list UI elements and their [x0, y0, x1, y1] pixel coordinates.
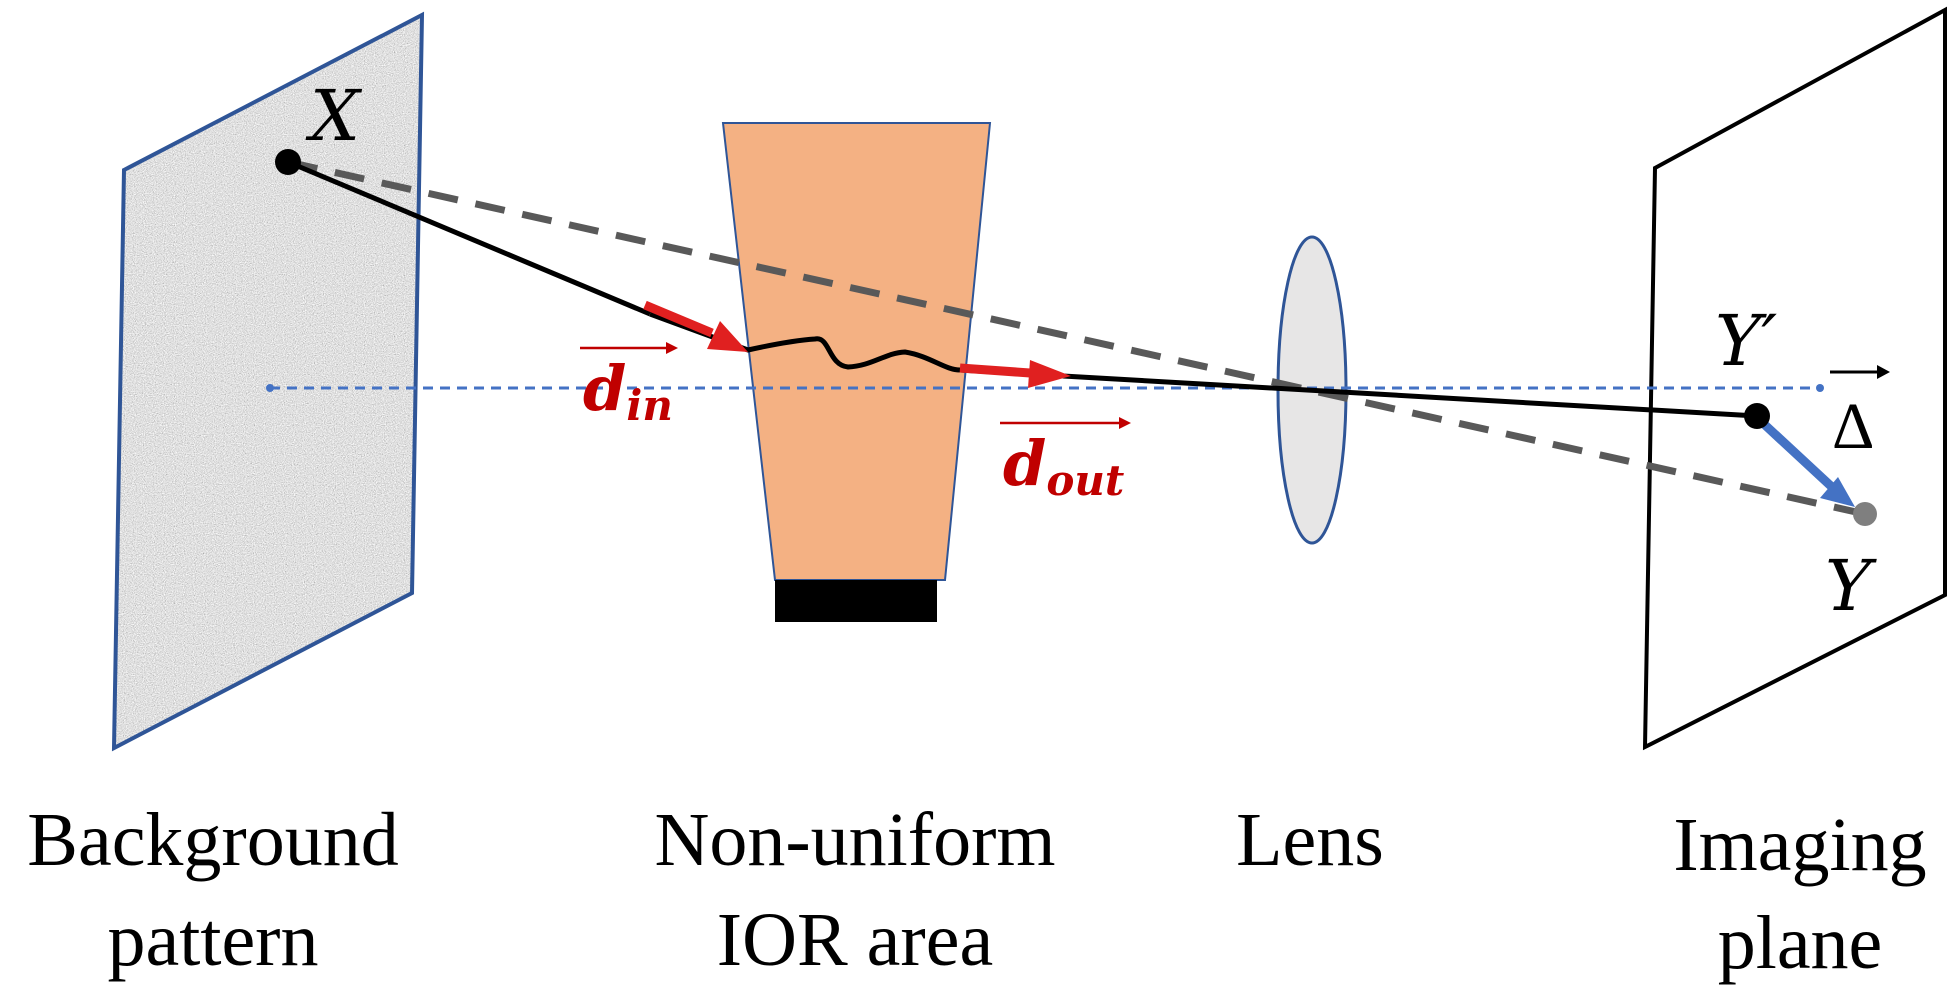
point-y-prime-dot [1744, 403, 1770, 429]
reference-ray [287, 158, 1866, 518]
caption-background-line1: Background [27, 798, 398, 882]
delta-vector [1761, 421, 1855, 507]
svg-text:Δ: Δ [1832, 390, 1874, 463]
caption-ior-line2: IOR area [717, 898, 993, 982]
point-x-dot [275, 149, 301, 175]
label-d-in: din [580, 342, 678, 430]
refracted-ray [287, 159, 1758, 419]
label-delta: Δ [1830, 365, 1890, 463]
imaging-plane [1642, 6, 1947, 751]
svg-text:din: din [583, 352, 673, 430]
ior-base [775, 580, 937, 622]
ior-area [721, 122, 992, 622]
background-pattern [111, 11, 425, 752]
point-y-dot [1853, 502, 1877, 526]
caption-lens: Lens [1236, 798, 1384, 882]
caption-ior-line1: Non-uniform [654, 798, 1055, 882]
caption-background-line2: pattern [107, 898, 318, 982]
label-point-x: X [305, 75, 363, 157]
label-point-y: Y [1825, 545, 1877, 627]
label-d-out: dout [1000, 417, 1131, 505]
caption-imaging-line1: Imaging [1673, 803, 1926, 887]
d-out-vector [959, 360, 1071, 388]
caption-imaging-line2: plane [1718, 901, 1883, 985]
optical-axis [266, 384, 1824, 392]
label-point-y-prime: Y′ [1715, 300, 1777, 382]
d-in-vector [643, 300, 748, 352]
svg-text:dout: dout [1003, 427, 1124, 505]
